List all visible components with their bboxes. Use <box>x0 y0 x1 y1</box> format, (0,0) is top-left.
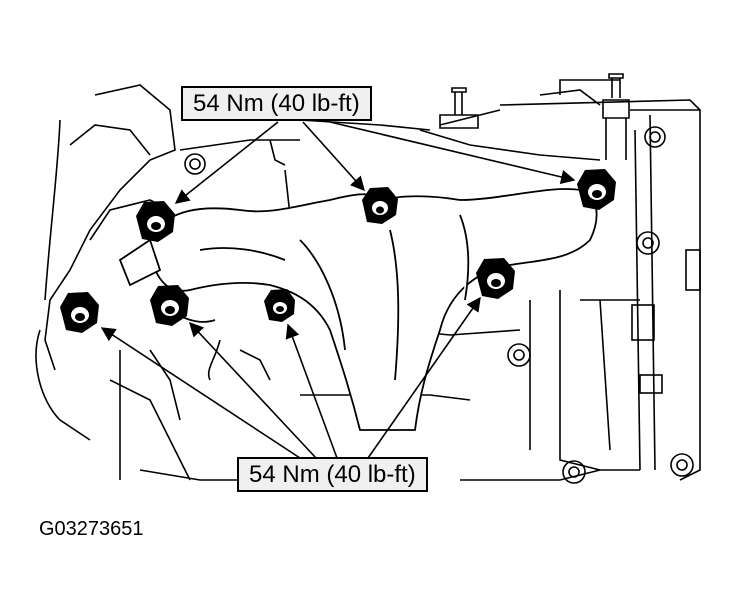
figure-id: G03273651 <box>39 518 144 540</box>
manifold-bolt-icon <box>577 169 616 210</box>
manifold-bolt-icon <box>60 292 99 333</box>
leader-line-arrow <box>329 121 576 185</box>
exhaust-manifold <box>118 188 598 431</box>
leader-line-arrow <box>189 321 317 459</box>
leader-lines <box>100 121 576 459</box>
leader-line-arrow <box>174 121 279 204</box>
torque-callout-bottom: 54 Nm (40 lb-ft) <box>237 457 428 492</box>
manifold-bolt-icon <box>136 201 175 242</box>
manifold-bolt-icon <box>476 258 515 299</box>
engine-block-outline <box>35 73 701 484</box>
leader-line-arrow <box>285 323 338 459</box>
manifold-bolt-icon <box>264 289 295 322</box>
manifold-bolt-icon <box>150 285 189 326</box>
bolt-group <box>60 169 616 333</box>
leader-line-arrow <box>100 327 301 459</box>
manifold-bolt-icon <box>362 187 398 224</box>
torque-callout-top: 54 Nm (40 lb-ft) <box>181 86 372 121</box>
leader-line-arrow <box>367 296 481 459</box>
leader-line-arrow <box>302 121 365 192</box>
